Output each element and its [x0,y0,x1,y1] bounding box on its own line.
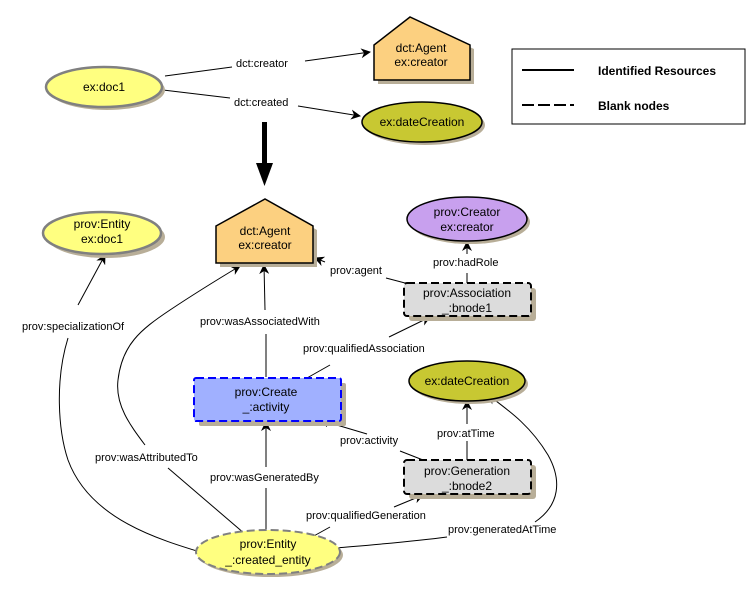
node-dct-agent-bottom: dct:Agent ex:creator [215,198,317,267]
edge-prov-agent: prov:agent [314,256,406,284]
node-label-type: prov:Generation [424,464,510,478]
node-label: ex:dateCreation [380,115,465,129]
node-prov-entity-created: prov:Entity _:created_entity [195,529,343,577]
edge-prov-qualifiedgeneration: prov:qualifiedGeneration [306,493,426,538]
edge-label: prov:wasAttributedTo [95,452,198,464]
edge-dct-created: dct:created [162,89,361,120]
edge-prov-wasattributedto: prov:wasAttributedTo [95,265,246,535]
edge-label: prov:qualifiedGeneration [306,510,426,522]
node-prov-create-activity: prov:Create _:activity [193,377,346,426]
edge-label: prov:agent [330,265,382,277]
node-label-type: dct:Agent [240,224,291,238]
edge-label: prov:qualifiedAssociation [303,343,425,355]
node-prov-association: prov:Association _:bnode1 [403,282,536,321]
edge-label: prov:atTime [437,428,495,440]
edge-prov-attime: prov:atTime [437,400,495,460]
legend-label-identified: Identified Resources [598,64,716,78]
node-ex-datecreation-bottom: ex:dateCreation [408,360,528,404]
node-label-id: ex:creator [238,238,291,252]
node-label-id: _:activity [242,400,290,414]
edge-prov-wasassociatedwith: prov:wasAssociatedWith [200,264,320,377]
bottom-graph: prov:specializationOf prov:wasAttributed… [22,196,558,577]
edge-prov-generatedattime: prov:generatedAtTime [324,394,558,550]
legend-box [511,48,746,125]
node-label-id: ex:doc1 [81,232,123,246]
node-label-type: prov:Creator [434,205,501,219]
node-ex-doc1: ex:doc1 [44,65,165,110]
node-label-id: _:created_entity [224,553,310,567]
legend: Identified Resources Blank nodes [511,48,746,125]
edge-label: prov:wasGeneratedBy [210,472,319,484]
node-label: ex:doc1 [83,80,125,94]
node-label-type: prov:Entity [74,217,131,231]
edge-dct-creator: dct:creator [164,48,371,77]
edge-label: prov:generatedAtTime [448,524,556,536]
node-label-id: ex:creator [440,220,493,234]
node-prov-creator: prov:Creator ex:creator [406,196,530,244]
edge-prov-hadrole: prov:hadRole [433,241,498,283]
node-label-id: ex:creator [394,55,447,69]
node-label-type: prov:Entity [240,537,297,551]
node-ex-datecreation-top: ex:dateCreation [361,101,485,145]
edge-label: prov:specializationOf [22,321,125,333]
node-prov-generation: prov:Generation _:bnode2 [403,459,536,499]
edge-label: prov:activity [340,435,399,447]
node-label-id: _:bnode2 [441,479,492,493]
edge-prov-qualifiedassociation: prov:qualifiedAssociation [303,316,431,379]
node-label: ex:dateCreation [425,374,510,388]
node-label-id: _:bnode1 [441,301,492,315]
legend-label-blank: Blank nodes [598,99,670,113]
edge-label: dct:created [234,97,288,109]
top-graph: dct:creator dct:created ex:doc1 dct:Agen… [44,16,485,145]
transform-arrow-icon [256,122,273,186]
edge-label: prov:hadRole [433,257,498,269]
node-label-type: dct:Agent [396,41,447,55]
node-label-type: prov:Association [423,286,511,300]
edge-prov-specializationof: prov:specializationOf [22,254,211,556]
edge-label: dct:creator [236,58,288,70]
edge-prov-wasgeneratedby: prov:wasGeneratedBy [210,421,319,534]
node-prov-entity-doc1: prov:Entity ex:doc1 [41,210,165,258]
node-dct-agent-top: dct:Agent ex:creator [373,16,474,84]
node-label-type: prov:Create [235,385,298,399]
edge-label: prov:wasAssociatedWith [200,316,320,328]
